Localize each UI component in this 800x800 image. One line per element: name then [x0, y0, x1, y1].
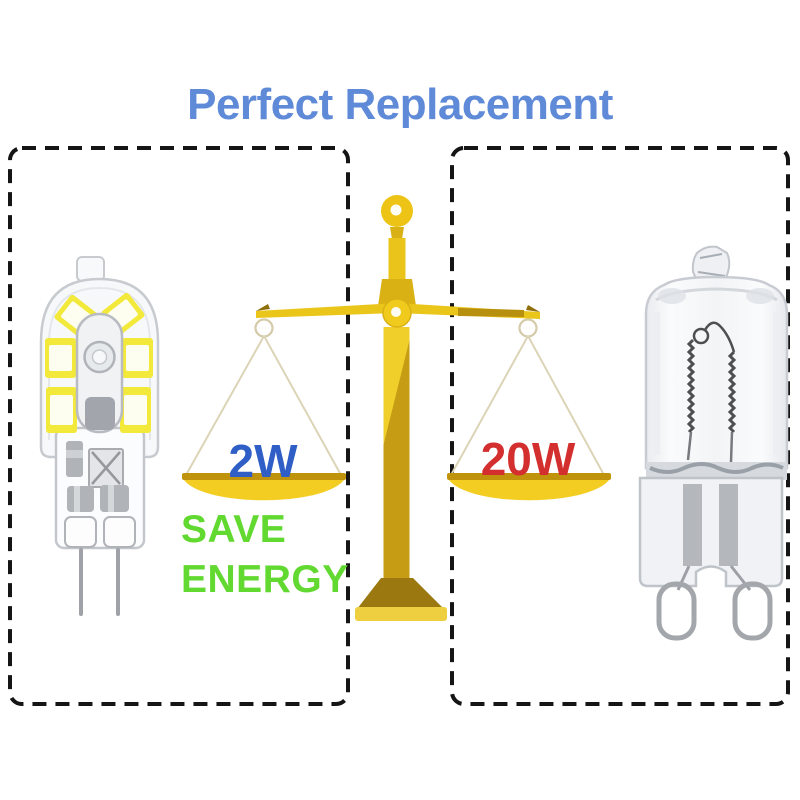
g4-top-nub — [76, 256, 105, 282]
resistor — [100, 485, 129, 512]
capacitor — [66, 441, 83, 477]
resistor — [67, 486, 94, 512]
hang-string — [185, 335, 342, 476]
scale-rod — [388, 238, 406, 280]
g4-shell-inner-highlight — [48, 286, 151, 440]
filament-coil — [686, 321, 737, 463]
scale-base-plate — [355, 607, 447, 621]
g9-metal-strip — [683, 484, 702, 566]
led-chip-face — [50, 395, 73, 425]
hang-string — [450, 335, 605, 476]
pan-dish — [184, 480, 344, 501]
white-component — [64, 516, 97, 548]
scale-stand — [355, 195, 447, 621]
scale-beam — [256, 298, 540, 328]
filament-left-coil — [686, 338, 696, 434]
resistor-band — [74, 486, 80, 512]
g4-pin — [116, 548, 120, 616]
pan-bar — [447, 473, 611, 480]
g4-center-hole-inner — [91, 349, 108, 365]
g4-led-bulb — [39, 256, 160, 616]
led-chip-face — [124, 395, 147, 425]
led-chip-face — [49, 345, 72, 371]
g4-grey-component — [85, 397, 115, 430]
page-title: Perfect Replacement — [187, 80, 613, 129]
filament-top-coil — [692, 327, 710, 345]
g4-pin — [79, 548, 83, 616]
hang-ring — [254, 318, 274, 338]
scale-finial-hole — [390, 204, 402, 216]
scale-beam-left-hook — [256, 304, 270, 311]
scale-pivot-hole — [391, 307, 401, 317]
g4-driver-components — [64, 441, 136, 548]
scale-post-shade — [383, 340, 410, 580]
filament-bridge — [703, 321, 736, 353]
save-energy-label: SAVE ENERGY — [181, 508, 349, 601]
g9-halogen-bulb — [638, 245, 789, 641]
scale-base-trapezoid — [357, 578, 444, 609]
balance-scale — [182, 195, 611, 621]
g4-bulb-body — [39, 256, 160, 616]
scale-joint — [378, 279, 416, 306]
g9-pinch-detail — [697, 253, 726, 277]
resistor-band — [108, 485, 114, 512]
chip-x-mark — [91, 451, 121, 485]
scale-pan-left — [182, 318, 346, 501]
white-component — [103, 516, 136, 548]
g9-metal-strip — [719, 484, 738, 566]
left-dashed-box — [8, 146, 350, 706]
g9-reflection-blob — [658, 288, 686, 304]
hang-ring — [518, 318, 538, 338]
scale-beam-right-hook — [526, 305, 540, 312]
pan-bar — [182, 473, 346, 480]
wattage-label-right: 20W — [480, 433, 576, 485]
g9-junction-reflections — [649, 462, 784, 474]
g9-glass-highlight — [654, 312, 779, 455]
capacitor-band — [66, 450, 83, 458]
wattage-label-left: 2W — [228, 435, 298, 487]
filament-right-coil — [727, 350, 737, 434]
g9-loop-pin — [732, 581, 773, 641]
g9-capsule — [644, 275, 789, 470]
g9-reflection-blob — [746, 288, 774, 304]
led-chip-face — [126, 345, 149, 371]
right-dashed-box — [450, 146, 790, 706]
g9-bulb-body — [638, 245, 789, 641]
g9-glass-base — [638, 476, 784, 588]
g9-loop-pin — [656, 581, 697, 641]
scale-beam-dark-segment — [458, 308, 524, 317]
scale-neck — [390, 227, 404, 239]
scale-pan-right — [447, 318, 611, 501]
pan-dish — [449, 480, 609, 501]
filament-legs — [686, 431, 734, 463]
